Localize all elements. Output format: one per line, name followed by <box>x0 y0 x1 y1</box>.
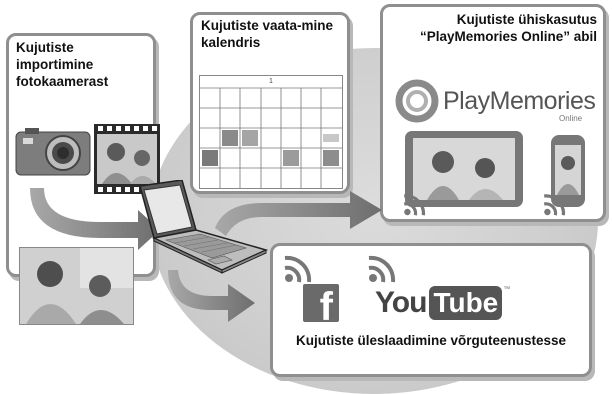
youtube-logo: You Tube ™ <box>375 286 510 320</box>
import-title: Kujutiste importimine fotokaamerast <box>16 40 109 89</box>
calendar-panel: Kujutiste vaata-mine kalendris 1 <box>190 12 350 194</box>
share-panel: Kujutiste ühiskasutus “PlayMemories Onli… <box>380 4 606 222</box>
wireless-signal-icon <box>368 255 396 283</box>
youtube-tube: Tube <box>429 286 503 320</box>
arrow-to-laptop <box>30 188 160 250</box>
playmemories-logo-icon <box>395 79 439 123</box>
film-strip-icon <box>94 124 160 194</box>
compact-camera-icon <box>15 128 91 176</box>
arrow-to-share <box>215 191 382 236</box>
facebook-logo: f <box>303 284 339 322</box>
wireless-signal-icon <box>543 194 566 216</box>
wireless-signal-icon <box>284 255 312 283</box>
family-photo <box>19 247 134 325</box>
playmemories-logo-text: PlayMemories <box>443 87 596 115</box>
arrow-to-upload <box>168 270 255 322</box>
youtube-you: You <box>375 286 427 319</box>
facebook-glyph: f <box>319 285 333 322</box>
camera-illustration <box>15 128 91 176</box>
laptop-illustration <box>138 179 270 274</box>
film-strip-illustration <box>94 124 160 194</box>
tablet-photo <box>413 138 515 200</box>
smartphone-device <box>551 135 585 207</box>
family-photo-image <box>20 248 133 324</box>
upload-title: Kujutiste üleslaadimine võrguteenustesse <box>295 333 567 348</box>
youtube-trademark: ™ <box>503 286 511 293</box>
smartphone-photo <box>555 145 581 195</box>
upload-panel: f You Tube ™ Kujutiste üleslaadimine võr… <box>270 243 592 377</box>
calendar-month-label: 1 <box>269 78 273 85</box>
calendar-grid-lines <box>200 87 342 188</box>
tablet-device <box>405 131 523 207</box>
flow-arrows <box>30 188 382 322</box>
calendar-title: Kujutiste vaata-mine kalendris <box>201 18 334 50</box>
laptop-computer-icon <box>139 179 269 274</box>
calendar-grid: 1 <box>199 75 343 189</box>
share-title: Kujutiste ühiskasutus “PlayMemories Onli… <box>419 12 597 44</box>
wireless-signal-icon <box>403 194 426 216</box>
playmemories-logo-subtext: Online <box>559 114 583 123</box>
